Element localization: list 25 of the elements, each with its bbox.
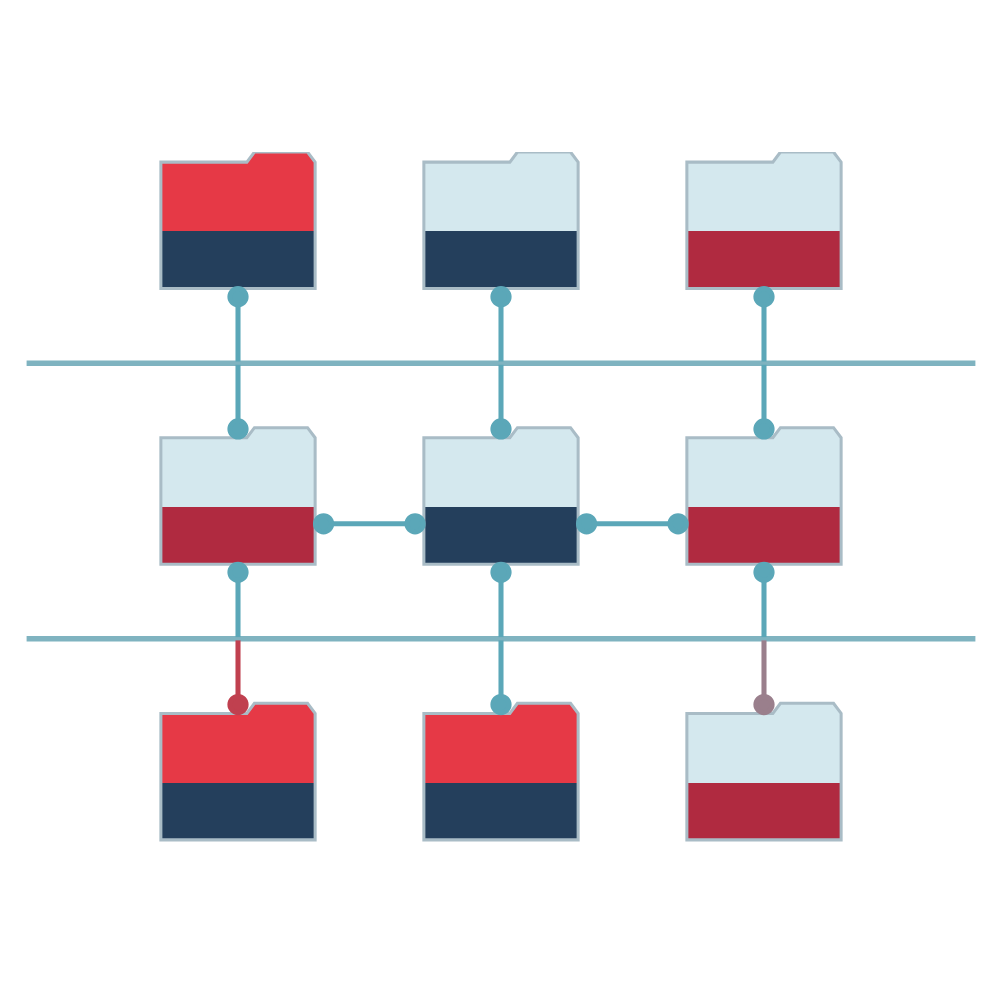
connector xyxy=(489,363,511,439)
connector xyxy=(752,560,774,637)
connector xyxy=(489,560,511,637)
connector xyxy=(574,512,688,534)
node-bar xyxy=(25,359,975,365)
node-folder xyxy=(158,151,316,290)
connector xyxy=(226,363,248,439)
connector xyxy=(311,512,425,534)
connector xyxy=(226,639,248,715)
connector xyxy=(752,285,774,361)
connector xyxy=(226,285,248,361)
connector xyxy=(489,639,511,715)
connector xyxy=(489,285,511,361)
node-folder xyxy=(158,425,316,565)
connector xyxy=(752,363,774,439)
node-folder xyxy=(421,425,579,565)
node-folder xyxy=(421,700,579,841)
node-bar xyxy=(25,635,975,641)
connector xyxy=(752,639,774,715)
node-folder xyxy=(684,700,842,841)
connector xyxy=(226,560,248,637)
node-folder xyxy=(684,151,842,290)
node-folder xyxy=(421,151,579,290)
node-folder xyxy=(158,700,316,841)
node-folder xyxy=(684,425,842,565)
